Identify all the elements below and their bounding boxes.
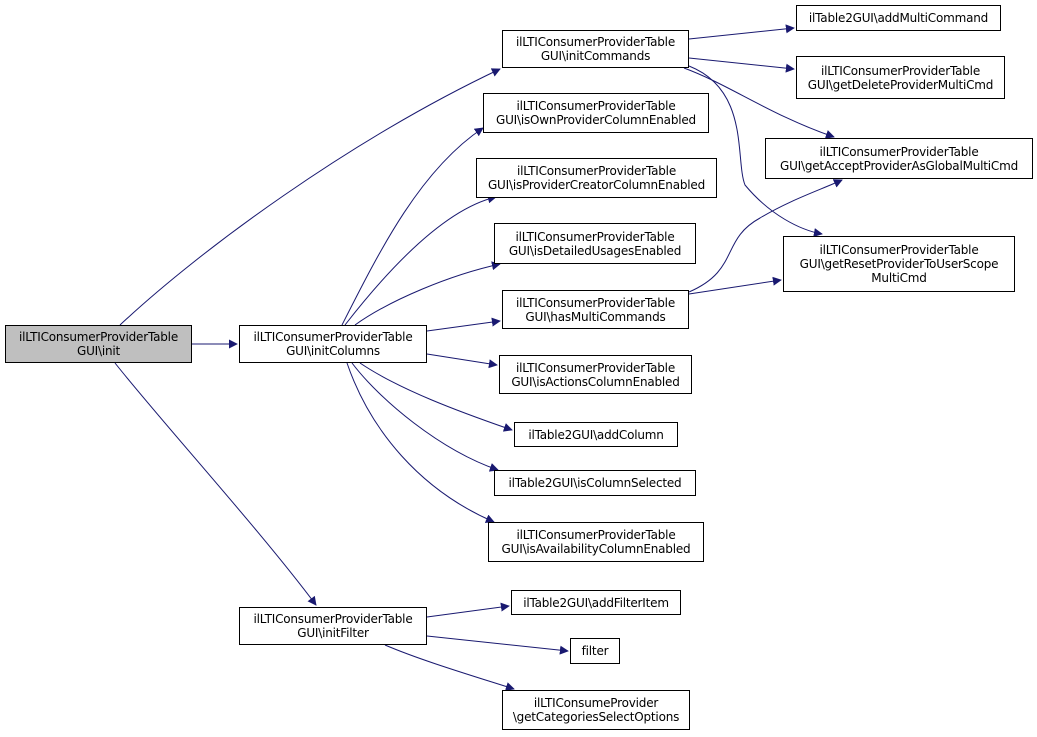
node-label-line: ilLTIConsumerProviderTable bbox=[819, 144, 979, 159]
node-label-line: GUI\getResetProviderToUserScope bbox=[799, 257, 999, 271]
node-addColumn[interactable]: ilTable2GUI\addColumn bbox=[514, 422, 678, 447]
node-label-line: \getCategoriesSelectOptions bbox=[512, 710, 680, 724]
node-label-line: ilLTIConsumerProviderTable bbox=[19, 330, 178, 344]
node-label-line: ilLTIConsumerProviderTable bbox=[517, 164, 676, 178]
node-label-line: ilLTIConsumerProviderTable bbox=[516, 360, 675, 375]
edge-initFilter-to-getCategoriesSelectOptions bbox=[384, 644, 515, 691]
edge-hasMultiCommands-to-getResetProviderToUserScopeMultiCmd bbox=[688, 276, 782, 295]
node-label-line: GUI\initColumns bbox=[286, 344, 380, 358]
node-label-line: GUI\isOwnProviderColumnEnabled bbox=[496, 113, 696, 127]
edge-initColumns-to-isOwnProviderColumnEnabled bbox=[341, 127, 484, 326]
node-label-line: ilLTIConsumerProviderTable bbox=[253, 330, 413, 344]
edge-hasMultiCommands-to-getAcceptProviderAsGlobalMultiCmd bbox=[688, 179, 843, 293]
node-isColumnSelected[interactable]: ilTable2GUI\isColumnSelected bbox=[494, 470, 696, 496]
node-label-line: GUI\getDeleteProviderMultiCmd bbox=[807, 77, 994, 92]
edge-initCommands-to-getResetProviderToUserScopeMultiCmd bbox=[688, 65, 823, 237]
node-label-line: MultiCmd bbox=[871, 271, 927, 285]
node-label-line: ilLTIConsumerProviderTable bbox=[516, 528, 676, 542]
node-addFilterItem[interactable]: ilTable2GUI\addFilterItem bbox=[511, 590, 681, 615]
edge-initColumns-to-isActionsColumnEnabled bbox=[426, 353, 498, 369]
edge-initColumns-to-isProviderCreatorColumnEnabled bbox=[344, 194, 497, 326]
edge-initColumns-to-addColumn bbox=[359, 362, 513, 432]
node-label-line: GUI\hasMultiCommands bbox=[525, 309, 666, 324]
edge-initFilter-to-filter bbox=[426, 635, 569, 655]
edge-init-to-initCommands bbox=[119, 68, 501, 326]
edge-initCommands-to-getAcceptProviderAsGlobalMultiCmd bbox=[683, 67, 835, 139]
node-label-line: ilTable2GUI\addColumn bbox=[528, 427, 664, 442]
edge-initCommands-to-addMultiCommand bbox=[688, 24, 795, 40]
node-label-line: ilLTIConsumerProviderTable bbox=[821, 63, 980, 78]
node-label-line: ilTable2GUI\addFilterItem bbox=[523, 595, 669, 610]
node-label-line: ilLTIConsumeProvider bbox=[533, 696, 659, 710]
node-label-line: GUI\isAvailabilityColumnEnabled bbox=[501, 542, 691, 556]
node-label-line: filter bbox=[581, 644, 609, 658]
edge-initColumns-to-isColumnSelected bbox=[351, 362, 499, 472]
node-label-line: ilLTIConsumerProviderTable bbox=[516, 99, 676, 113]
node-label-line: GUI\getAcceptProviderAsGlobalMultiCmd bbox=[779, 158, 1019, 173]
node-label-line: ilTable2GUI\addMultiCommand bbox=[808, 11, 989, 25]
node-label-line: ilLTIConsumerProviderTable bbox=[253, 612, 413, 626]
node-label-line: GUI\initFilter bbox=[297, 626, 369, 640]
node-getCategoriesSelectOptions[interactable]: ilLTIConsumeProvider\getCategoriesSelect… bbox=[502, 690, 690, 730]
edge-initColumns-to-isAvailabilityColumnEnabled bbox=[346, 362, 495, 523]
edge-initColumns-to-hasMultiCommands bbox=[426, 317, 501, 332]
node-label-line: GUI\init bbox=[76, 344, 121, 358]
edge-init-to-initFilter bbox=[114, 362, 317, 606]
node-label-line: ilLTIConsumerProviderTable bbox=[515, 229, 675, 244]
edge-initCommands-to-getDeleteProviderMultiCmd bbox=[688, 57, 795, 73]
node-label-line: GUI\isActionsColumnEnabled bbox=[511, 374, 680, 389]
node-filter[interactable]: filter bbox=[570, 638, 620, 664]
node-label-line: GUI\isDetailedUsagesEnabled bbox=[508, 243, 682, 258]
node-label-line: GUI\isProviderCreatorColumnEnabled bbox=[487, 178, 706, 192]
node-label-line: ilTable2GUI\isColumnSelected bbox=[508, 476, 682, 490]
node-label-line: ilLTIConsumerProviderTable bbox=[516, 295, 675, 310]
node-label-line: ilLTIConsumerProviderTable bbox=[516, 35, 675, 49]
edge-initFilter-to-addFilterItem bbox=[426, 602, 510, 618]
node-addMultiCommand[interactable]: ilTable2GUI\addMultiCommand bbox=[796, 5, 1001, 31]
node-label-line: ilLTIConsumerProviderTable bbox=[819, 243, 979, 257]
edge-initColumns-to-isDetailedUsagesEnabled bbox=[354, 261, 501, 326]
node-label-line: GUI\initCommands bbox=[540, 49, 651, 63]
